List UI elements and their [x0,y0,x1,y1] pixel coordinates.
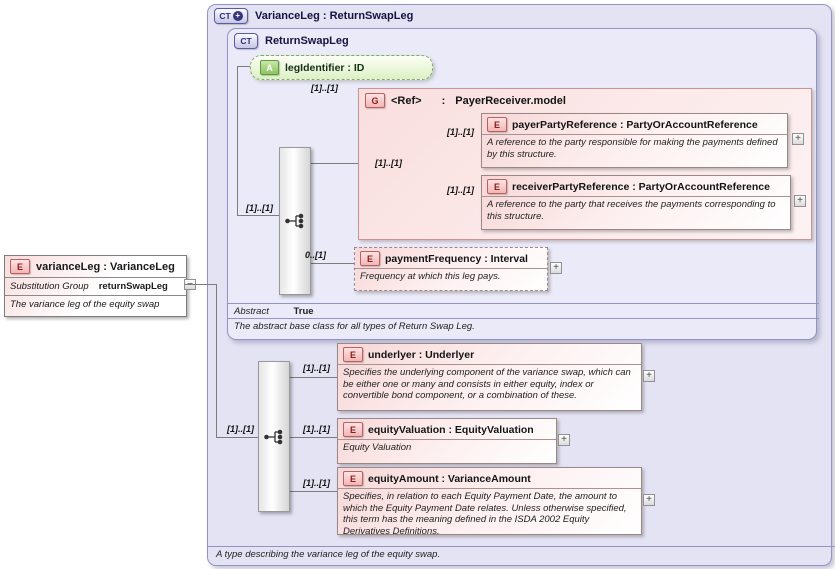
cardinality-label: [1]..[1] [375,158,402,168]
element-description: A reference to the party that receives t… [487,199,776,222]
element-description: Equity Valuation [343,442,412,453]
complex-type-varianceleg-header: CT + VarianceLeg : ReturnSwapLeg [214,8,413,24]
element-paymentfrequency[interactable]: E paymentFrequency : Interval Frequency … [354,247,548,291]
element-icon: E [360,251,380,266]
abstract-value: True [293,306,314,317]
sequence-icon [285,213,304,229]
element-title: underlyer : Underlyer [368,348,475,361]
element-header: E receiverPartyReference : PartyOrAccoun… [482,176,790,197]
type-annotation: A type describing the variance leg of th… [208,546,835,565]
element-header: E payerPartyReference : PartyOrAccountRe… [482,114,787,135]
element-title: equityValuation : EquityValuation [368,423,534,436]
element-equityamount[interactable]: E equityAmount : VarianceAmount Specifie… [337,467,642,537]
connector [309,163,358,164]
expand-toggle[interactable]: + [558,434,570,446]
element-description: Specifies, in relation to each Equity Pa… [343,491,627,537]
expand-toggle[interactable]: + [550,262,562,274]
element-title: payerPartyReference : PartyOrAccountRefe… [512,118,758,131]
global-element-title: varianceLeg : VarianceLeg [36,260,175,273]
cardinality-label: [1]..[1] [311,83,338,93]
expand-toggle[interactable]: + [643,494,655,506]
element-header: E equityAmount : VarianceAmount [338,468,641,489]
cardinality-label: [1]..[1] [447,185,474,195]
element-icon: E [487,179,507,194]
type-title: VarianceLeg : ReturnSwapLeg [255,10,414,22]
connector [288,377,337,378]
sequence-compositor-extension[interactable] [258,361,290,512]
substitution-group-row: Substitution Group returnSwapLeg [5,278,186,296]
connector [237,215,279,216]
element-title: receiverPartyReference : PartyOrAccountR… [512,180,770,193]
connector [216,284,217,437]
sequence-icon [264,429,283,444]
attribute-legidentifier[interactable]: A legIdentifier : ID [250,55,433,80]
element-header: E underlyer : Underlyer [338,344,641,365]
group-colon: : [441,94,446,107]
element-icon: E [343,422,363,437]
extension-plus-icon: + [232,11,243,21]
element-description: A reference to the party responsible for… [487,137,778,160]
element-icon: E [487,117,507,132]
group-header: G <Ref> : PayerReceiver.model [359,89,811,112]
element-description: Frequency at which this leg pays. [360,271,501,282]
cardinality-label: [1]..[1] [303,424,330,434]
group-type: PayerReceiver.model [455,94,566,107]
element-payerpartyreference[interactable]: E payerPartyReference : PartyOrAccountRe… [481,113,788,168]
complex-type-extension-icon: CT + [214,8,248,24]
cardinality-label: [1]..[1] [303,363,330,373]
element-icon: E [343,471,363,486]
cardinality-label: [1]..[1] [227,424,254,434]
cardinality-label: 0..[1] [305,250,327,260]
attribute-title: legIdentifier : ID [285,61,365,74]
element-receiverpartyreference[interactable]: E receiverPartyReference : PartyOrAccoun… [481,175,791,230]
element-icon: E [10,259,30,274]
global-element-varianceleg[interactable]: E varianceLeg : VarianceLeg Substitution… [4,255,187,317]
expand-toggle[interactable]: + [794,195,806,207]
element-header: E paymentFrequency : Interval [355,248,547,269]
base-type-annotation: The abstract base class for all types of… [228,318,819,335]
cardinality-label: [1]..[1] [246,203,273,213]
connector [185,284,216,285]
expand-toggle[interactable]: + [792,133,804,145]
connector [288,437,337,438]
attribute-icon: A [260,60,279,75]
group-icon: G [365,93,385,108]
global-element-header: E varianceLeg : VarianceLeg [5,256,186,278]
connector [309,263,354,264]
expand-toggle[interactable]: + [643,370,655,382]
cardinality-label: [1]..[1] [303,478,330,488]
sequence-compositor-base[interactable] [279,147,311,295]
group-name: <Ref> [391,94,422,107]
substitution-group-label: Substitution Group [10,281,89,292]
element-title: paymentFrequency : Interval [385,252,528,265]
complex-type-icon: CT [234,33,258,49]
connector [237,66,238,215]
abstract-label: Abstract [234,306,269,317]
complex-type-returnswapleg-header: CT ReturnSwapLeg [234,33,349,49]
global-element-description: The variance leg of the equity swap [10,299,160,310]
element-title: equityAmount : VarianceAmount [368,472,531,485]
element-header: E equityValuation : EquityValuation [338,419,556,440]
connector [237,66,250,67]
element-icon: E [343,347,363,362]
abstract-row: Abstract True [228,303,819,319]
substitution-group-value: returnSwapLeg [98,281,168,292]
connector [288,491,337,492]
connector [216,437,258,438]
base-type-title: ReturnSwapLeg [265,35,349,47]
element-description: Specifies the underlying component of th… [343,367,631,401]
element-underlyer[interactable]: E underlyer : Underlyer Specifies the un… [337,343,642,411]
element-equityvaluation[interactable]: E equityValuation : EquityValuation Equi… [337,418,557,464]
ct-icon-label: CT [219,11,231,21]
cardinality-label: [1]..[1] [447,127,474,137]
